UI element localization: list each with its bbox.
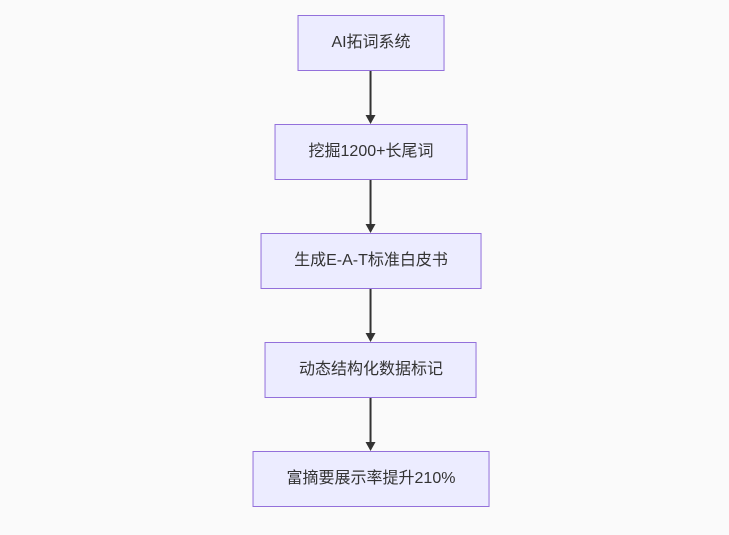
- flowchart: AI拓词系统 挖掘1200+长尾词 生成E-A-T标准白皮书 动态结构化数据标记: [252, 15, 490, 507]
- flowchart-node: 生成E-A-T标准白皮书: [260, 233, 482, 289]
- node-label: 富摘要展示率提升210%: [286, 470, 456, 488]
- flowchart-node: 富摘要展示率提升210%: [252, 451, 490, 507]
- arrow-connector: [366, 398, 376, 451]
- flowchart-node: AI拓词系统: [297, 15, 445, 71]
- node-label: 挖掘1200+长尾词: [308, 143, 434, 161]
- arrow-line: [370, 71, 372, 116]
- arrow-line: [370, 289, 372, 334]
- arrowhead-icon: [366, 442, 376, 451]
- arrow-connector: [366, 71, 376, 124]
- node-label: AI拓词系统: [331, 34, 411, 52]
- arrowhead-icon: [366, 333, 376, 342]
- arrow-line: [370, 398, 372, 443]
- arrowhead-icon: [366, 224, 376, 233]
- node-label: 生成E-A-T标准白皮书: [294, 252, 448, 270]
- arrow-line: [370, 180, 372, 225]
- flowchart-node: 挖掘1200+长尾词: [274, 124, 468, 180]
- arrow-connector: [366, 289, 376, 342]
- arrowhead-icon: [366, 115, 376, 124]
- arrow-connector: [366, 180, 376, 233]
- node-label: 动态结构化数据标记: [298, 361, 443, 379]
- flowchart-node: 动态结构化数据标记: [264, 342, 477, 398]
